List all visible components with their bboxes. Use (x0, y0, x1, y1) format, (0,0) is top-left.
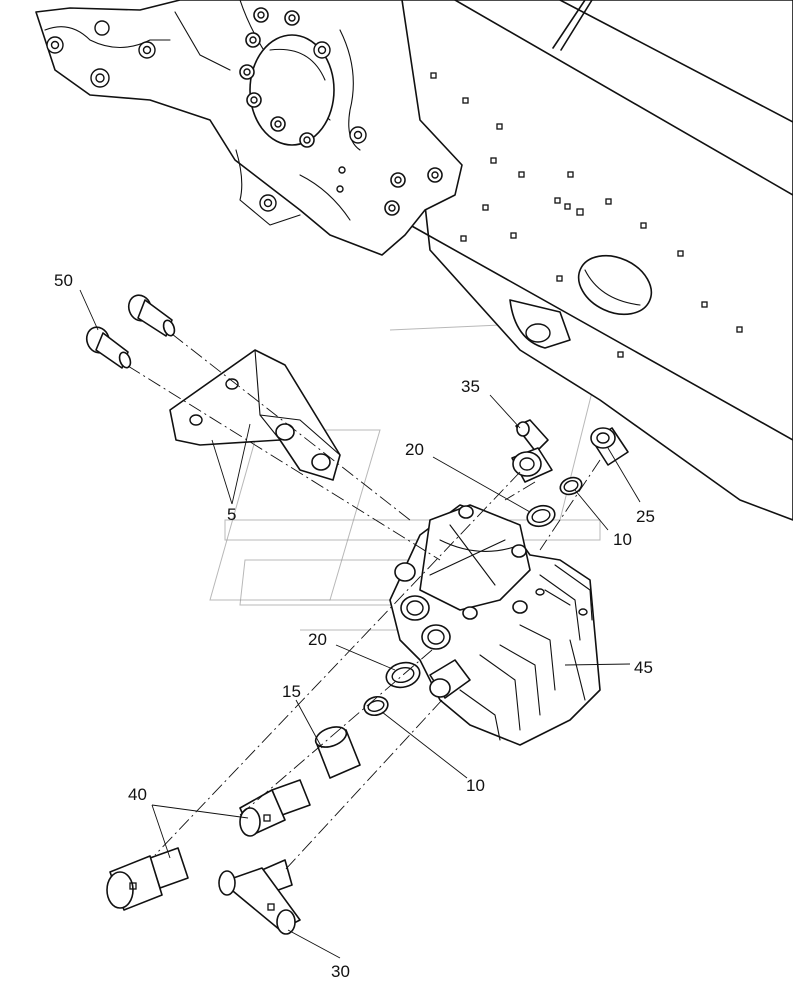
callout-50: 50 (54, 271, 73, 290)
callout-20-lower: 20 (308, 630, 327, 649)
callout-25: 25 (636, 507, 655, 526)
callout-labels: 50 35 20 25 10 5 20 45 15 10 40 30 (54, 271, 655, 981)
callout-5: 5 (227, 505, 236, 524)
callout-40: 40 (128, 785, 147, 804)
callout-20-upper: 20 (405, 440, 424, 459)
part-10-oring-upper (559, 476, 583, 496)
cast-mounting-bracket (35, 0, 463, 256)
part-35-fitting (511, 419, 553, 483)
part-5-angle-bracket (169, 349, 341, 481)
part-25-plug (590, 427, 629, 466)
part-30-tee-fitting (218, 859, 301, 935)
callout-10-upper: 10 (613, 530, 632, 549)
part-20-seal-upper (526, 504, 556, 528)
part-40-elbow-lower (106, 847, 189, 911)
frame-rail-holes (430, 72, 743, 358)
part-50-bolt-upper (127, 294, 176, 337)
part-45-valve-assembly (389, 504, 601, 746)
part-20-seal-lower (385, 661, 421, 689)
callout-30: 30 (331, 962, 350, 981)
part-10-oring-lower (363, 695, 389, 717)
part-40-elbow-upper (239, 779, 311, 837)
callout-35: 35 (461, 377, 480, 396)
assembly-centerlines (127, 333, 601, 871)
callout-45: 45 (634, 658, 653, 677)
leader-lines (79, 289, 641, 959)
part-50-bolt-lower (85, 326, 132, 369)
bracket-bolt-heads (239, 7, 443, 216)
part-15-adapter (314, 726, 361, 779)
callout-10-lower: 10 (466, 776, 485, 795)
chassis-frame-rail (401, 0, 793, 521)
callout-15: 15 (282, 682, 301, 701)
